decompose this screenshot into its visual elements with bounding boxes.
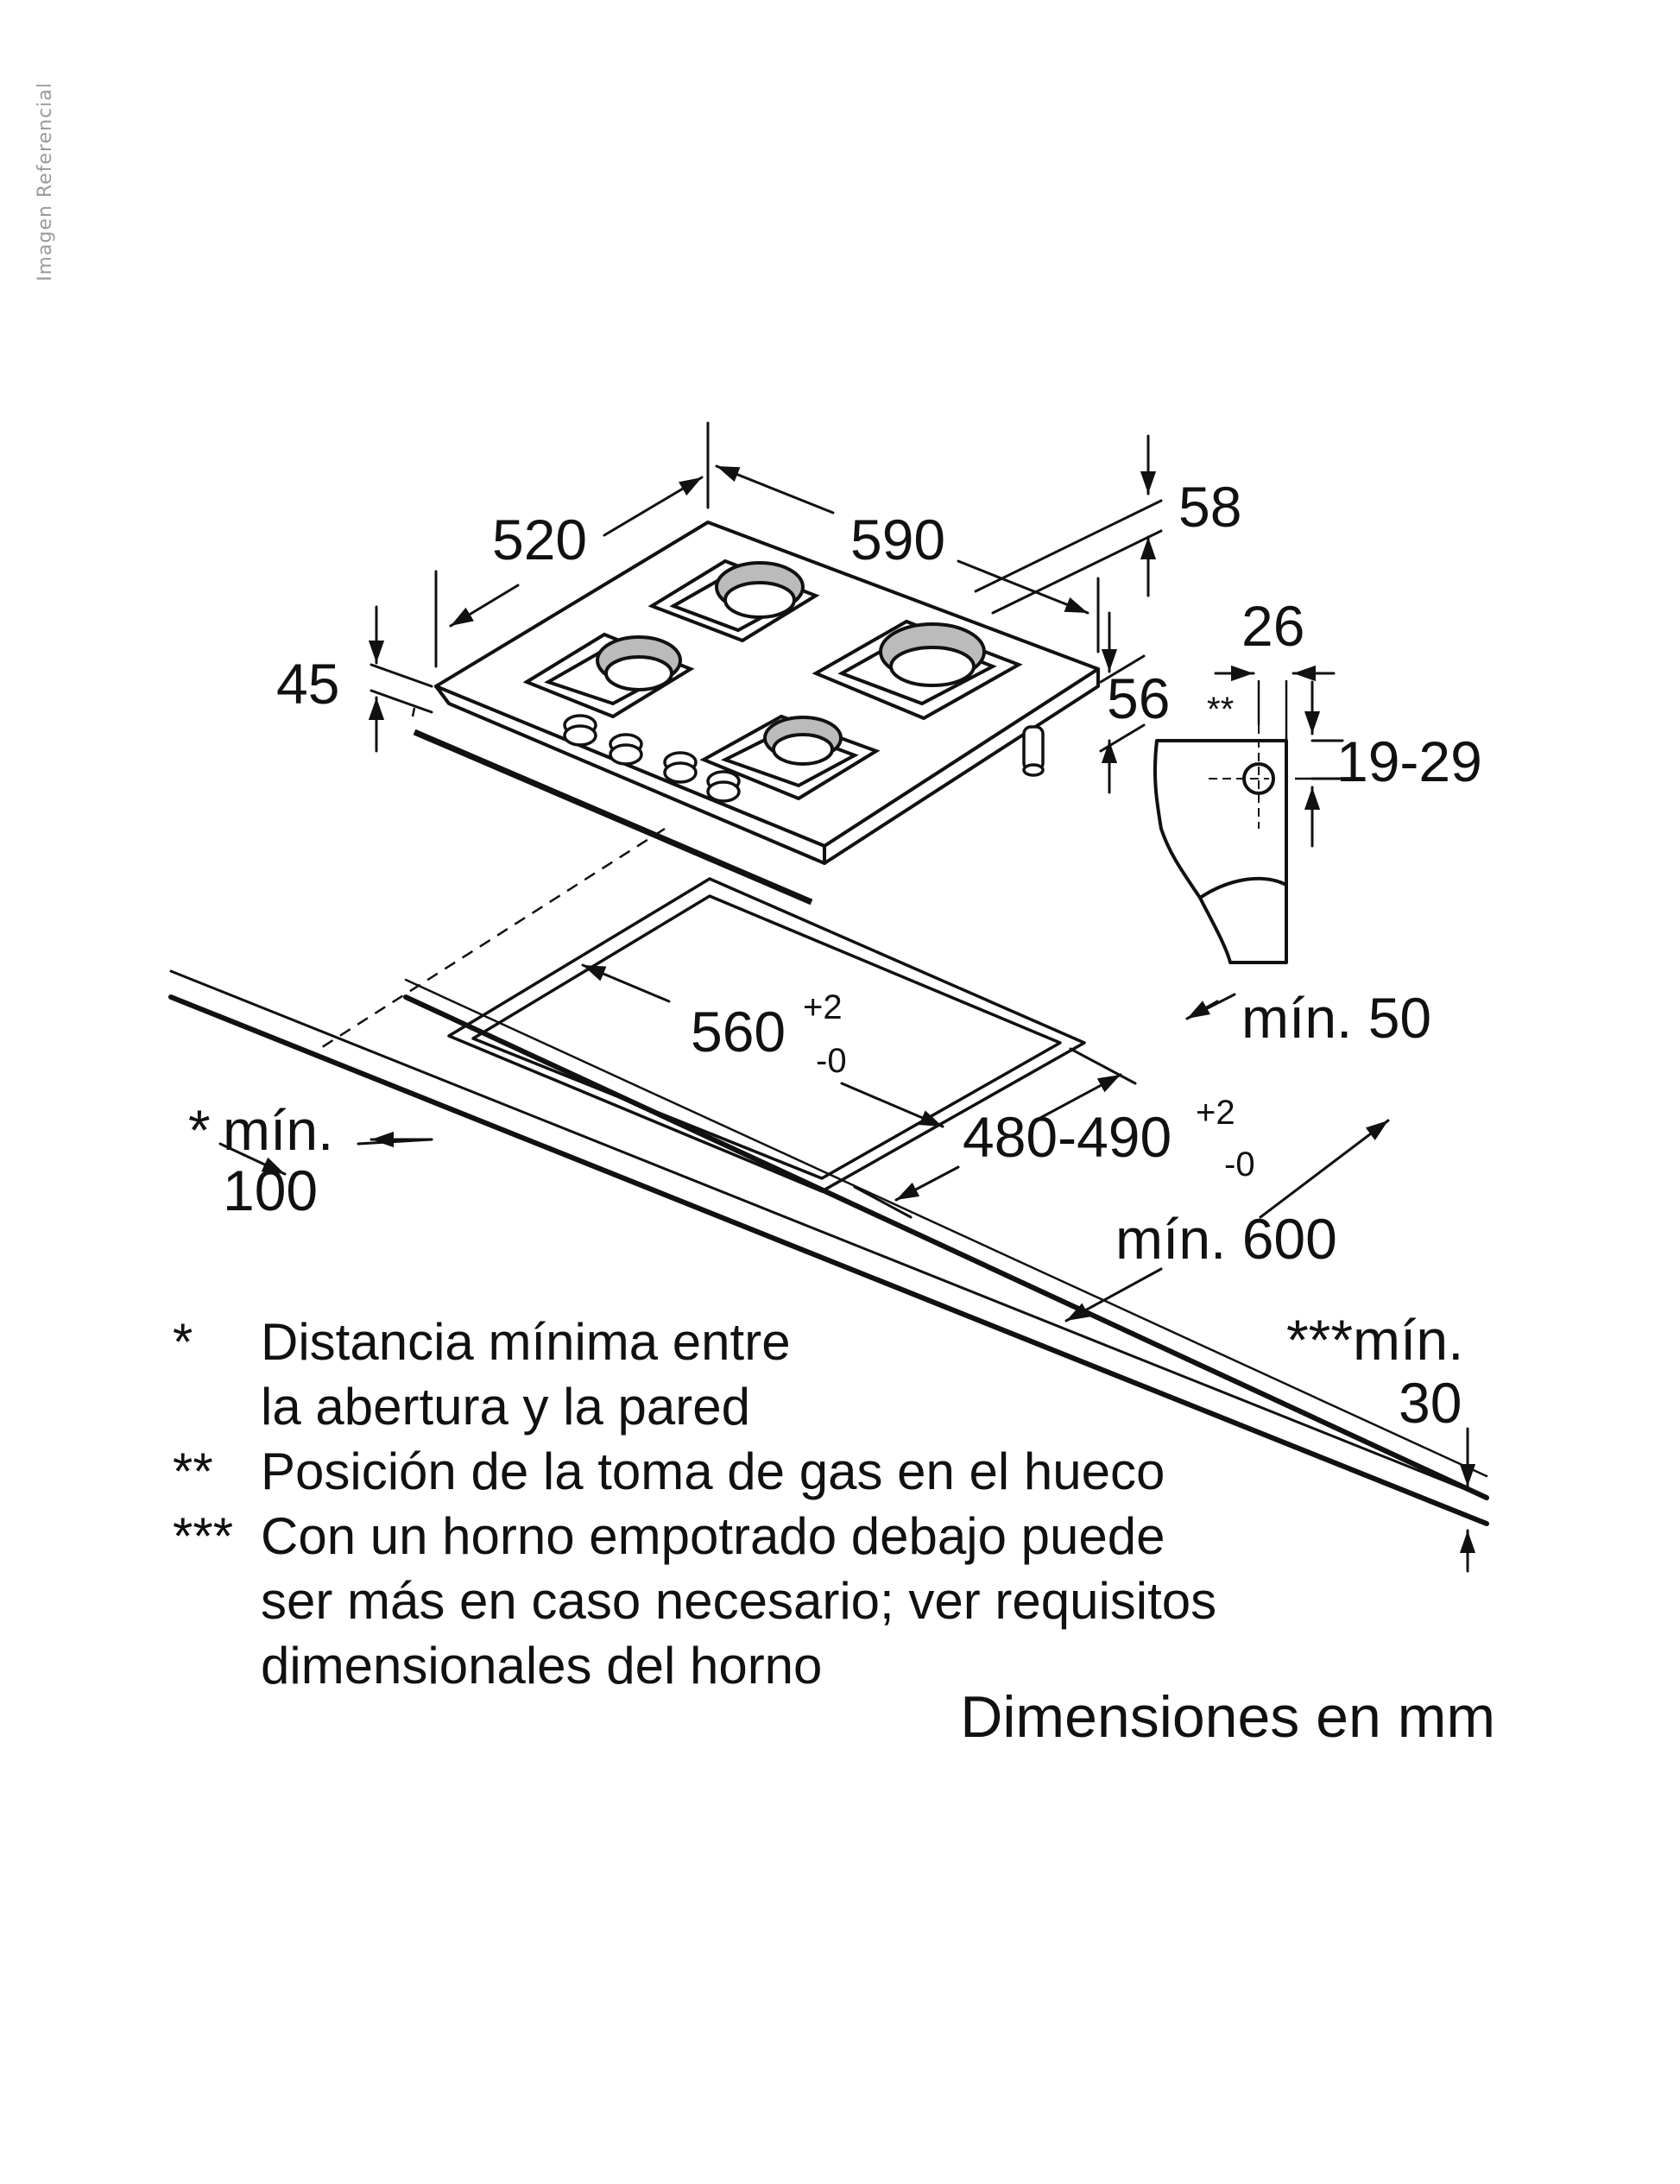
dim-top-height: 58	[1178, 475, 1241, 539]
note-3-line-2: ser más en caso necesario; ver requisito…	[261, 1572, 1216, 1630]
note-3-line-1: Con un horno empotrado debajo puede	[261, 1507, 1165, 1565]
dim-cutout-depth: 480-490	[963, 1105, 1172, 1169]
note-3-marker: ***	[173, 1507, 233, 1565]
dim-oven-min-value: 30	[1399, 1371, 1462, 1435]
knob-2	[609, 733, 643, 766]
dim-front-height: 45	[276, 652, 339, 716]
gas-connector	[1022, 725, 1045, 777]
cutout-outer	[447, 877, 1086, 1193]
dimension-lines	[218, 421, 1476, 1573]
knob-1	[563, 714, 597, 747]
note-2-line-1: Posición de la toma de gas en el hueco	[261, 1442, 1165, 1500]
cutout-inner	[471, 894, 1062, 1180]
knob-4	[706, 770, 741, 803]
burner-right	[812, 619, 1023, 721]
dim-right-height: 56	[1107, 666, 1170, 730]
dim-cutout-depth-tol-plus: +2	[1196, 1094, 1235, 1132]
burners	[522, 559, 1023, 801]
projection-lines	[319, 707, 666, 1051]
dim-width: 590	[850, 508, 945, 571]
dim-back-min: mín. 50	[1241, 986, 1431, 1050]
countertop-back-edge	[403, 994, 1489, 1500]
hob-right-edge	[823, 667, 1100, 865]
note-1-line-2: la abertura y la pared	[261, 1378, 750, 1436]
dimension-labels: 520 590 58 45 56 26 ** 19-29 560 +2 -0 4…	[188, 475, 1482, 1435]
burner-back	[647, 559, 820, 643]
cutout	[447, 877, 1086, 1193]
countertop-front-edge-bottom	[168, 994, 1489, 1526]
note-2-marker: **	[173, 1442, 213, 1500]
hob	[413, 521, 1100, 906]
footnotes: * Distancia mínima entre la abertura y l…	[173, 1313, 1216, 1695]
knobs	[563, 714, 741, 803]
dim-counter-min: mín. 600	[1115, 1207, 1337, 1271]
dim-oven-min-label: ***mín.	[1286, 1308, 1463, 1372]
gas-inlet-detail	[1153, 680, 1334, 964]
burner-front	[699, 714, 881, 801]
dim-cutout-width-tol-plus: +2	[803, 988, 843, 1026]
dim-cutout-width-tol-minus: -0	[816, 1042, 847, 1080]
dim-wall-min-star: *	[188, 1098, 211, 1162]
countertop-front-edge-top	[169, 969, 1488, 1499]
units-label: Dimensiones en mm	[960, 1684, 1495, 1750]
dim-gas-offset: 26	[1241, 594, 1304, 658]
dim-wall-min-label: mín.	[223, 1098, 333, 1162]
dim-cutout-depth-tol-minus: -0	[1224, 1146, 1255, 1184]
countertop-back-edge-lower	[404, 978, 1488, 1478]
countertop	[168, 969, 1489, 1526]
note-1-marker: *	[173, 1313, 193, 1371]
dim-wall-min-value: 100	[223, 1158, 318, 1222]
dim-cutout-width: 560	[691, 1000, 786, 1064]
knob-3	[663, 751, 698, 784]
burner-left	[522, 632, 695, 719]
note-1-line-1: Distancia mínima entre	[261, 1313, 791, 1371]
note-3-line-3: dimensionales del horno	[261, 1637, 822, 1695]
dim-gas-height: 19-29	[1336, 729, 1482, 793]
dim-depth: 520	[492, 508, 587, 571]
dim-gas-marker: **	[1207, 691, 1234, 729]
